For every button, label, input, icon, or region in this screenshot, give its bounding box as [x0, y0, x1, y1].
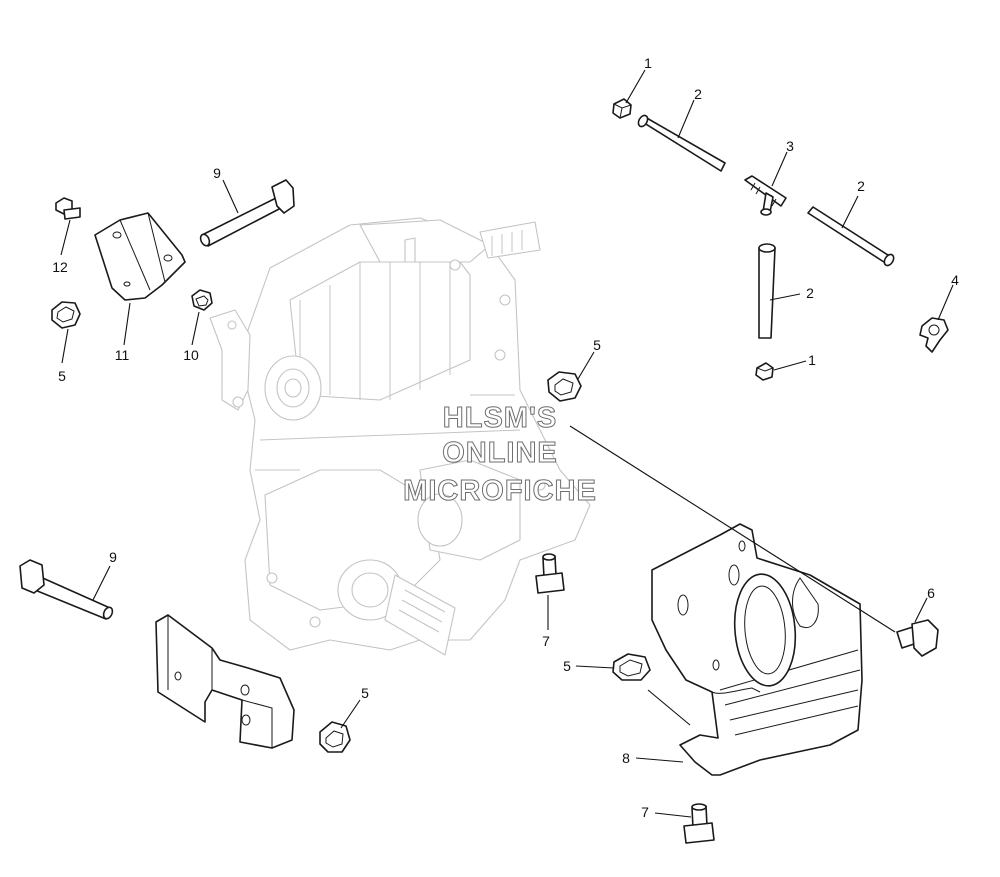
- callout-9-upper: 9: [213, 165, 221, 181]
- callout-8: 8: [622, 750, 630, 766]
- callout-2-right: 2: [857, 178, 865, 194]
- part-11-bracket: [94, 212, 186, 301]
- part-7-bolt-center: [535, 553, 565, 594]
- watermark: HLSM'S ONLINE MICROFICHE: [403, 402, 597, 508]
- gearbox-housing-illustration: [209, 217, 591, 656]
- callout-12: 12: [52, 259, 68, 275]
- callout-labels: 1 2 3 2 2 4 1 9 12 11 10 5 5 9 7 6 5 5 8…: [52, 55, 959, 820]
- part-2-hose-vertical: [758, 243, 776, 339]
- part-9-bolt-upper: [199, 179, 295, 247]
- part-6-bolt: [896, 619, 939, 657]
- callout-5-left: 5: [58, 368, 66, 384]
- callout-10: 10: [183, 347, 199, 363]
- part-2-hose-right: [807, 206, 895, 267]
- callout-3: 3: [786, 138, 794, 154]
- part-10-nut: [191, 289, 213, 311]
- watermark-line-3: MICROFICHE: [403, 475, 597, 507]
- callout-5-center: 5: [593, 337, 601, 353]
- callout-4: 4: [951, 272, 959, 288]
- callout-9-lower: 9: [109, 549, 117, 565]
- lower-left-mount-bracket: [155, 614, 295, 749]
- callout-5-right: 5: [563, 658, 571, 674]
- watermark-line-2: ONLINE: [442, 437, 558, 469]
- callout-2-upper: 2: [694, 86, 702, 102]
- part-3-tee-fitting: [744, 175, 787, 216]
- part-7-bolt-bottom: [683, 803, 715, 844]
- callout-7-bottom: 7: [641, 804, 649, 820]
- part-4-hose-clip: [919, 317, 949, 353]
- part-5-nut-left: [51, 301, 81, 329]
- part-9-bolt-lower: [19, 559, 114, 620]
- leader-lines: [60, 69, 954, 818]
- callout-2-vertical: 2: [806, 285, 814, 301]
- part-8-mount-plate: [651, 523, 863, 776]
- part-5-nut-right: [612, 653, 651, 681]
- callout-1-lower: 1: [808, 352, 816, 368]
- part-2-hose-upper: [637, 114, 726, 172]
- part-5-nut-center: [547, 371, 582, 402]
- part-1-cap-lower: [755, 362, 774, 381]
- callout-6: 6: [927, 585, 935, 601]
- part-5-nut-lower: [319, 721, 351, 753]
- part-12-bolt: [55, 197, 81, 220]
- watermark-line-1: HLSM'S: [443, 402, 557, 434]
- callout-11: 11: [115, 347, 130, 363]
- part-1-cap-upper: [612, 98, 632, 119]
- callout-1-upper: 1: [644, 55, 652, 71]
- callout-7-center: 7: [542, 633, 550, 649]
- callout-5-lower: 5: [361, 685, 369, 701]
